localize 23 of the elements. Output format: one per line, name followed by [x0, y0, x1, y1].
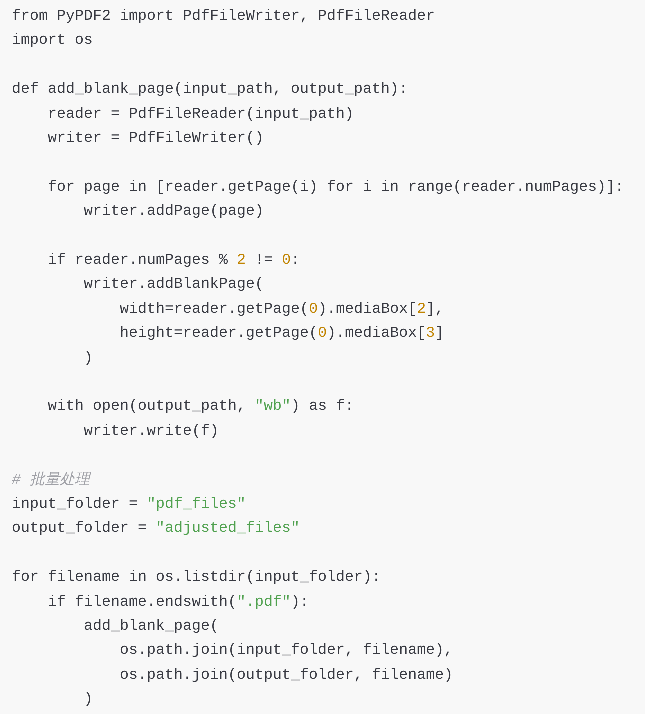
code-line: writer = PdfFileWriter() [47, 129, 264, 149]
code-line: ) [83, 348, 94, 369]
code-line: add_blank_page( [83, 617, 220, 637]
code-comment: # 批量处理 [12, 470, 90, 491]
code-line: def add_blank_page(input_path, output_path): [12, 80, 408, 100]
code-line: os.path.join(output_folder, filename) [119, 666, 454, 686]
code-line: input_folder = "pdf_files" [12, 495, 246, 515]
code-line: reader = PdfFileReader(input_path) [47, 104, 354, 125]
code-line: ) [83, 690, 94, 710]
code-line: writer.addPage(page) [83, 202, 264, 222]
code-line: height=reader.getPage(0).mediaBox[3] [119, 324, 444, 344]
code-line: from PyPDF2 import PdfFileWriter, PdfFileReader [12, 7, 436, 27]
code-line: if reader.numPages % 2 != 0: [47, 251, 300, 271]
code-line: for filename in os.listdir(input_folder): [12, 568, 382, 588]
code-line: writer.write(f) [83, 422, 220, 442]
code-line: import os [12, 31, 94, 52]
code-line: output_folder = "adjusted_files" [12, 519, 300, 540]
code-line: with open(output_path, "wb") as f: [47, 397, 354, 418]
code-line: for page in [reader.getPage(i) for i in range(reader.numPages)]: [47, 178, 624, 198]
code-line: if filename.endswith(".pdf"): [47, 592, 310, 613]
code-line: os.path.join(input_folder, filename), [119, 641, 454, 662]
code-line: width=reader.getPage(0).mediaBox[2], [119, 300, 444, 320]
code-line: writer.addBlankPage( [83, 275, 264, 296]
